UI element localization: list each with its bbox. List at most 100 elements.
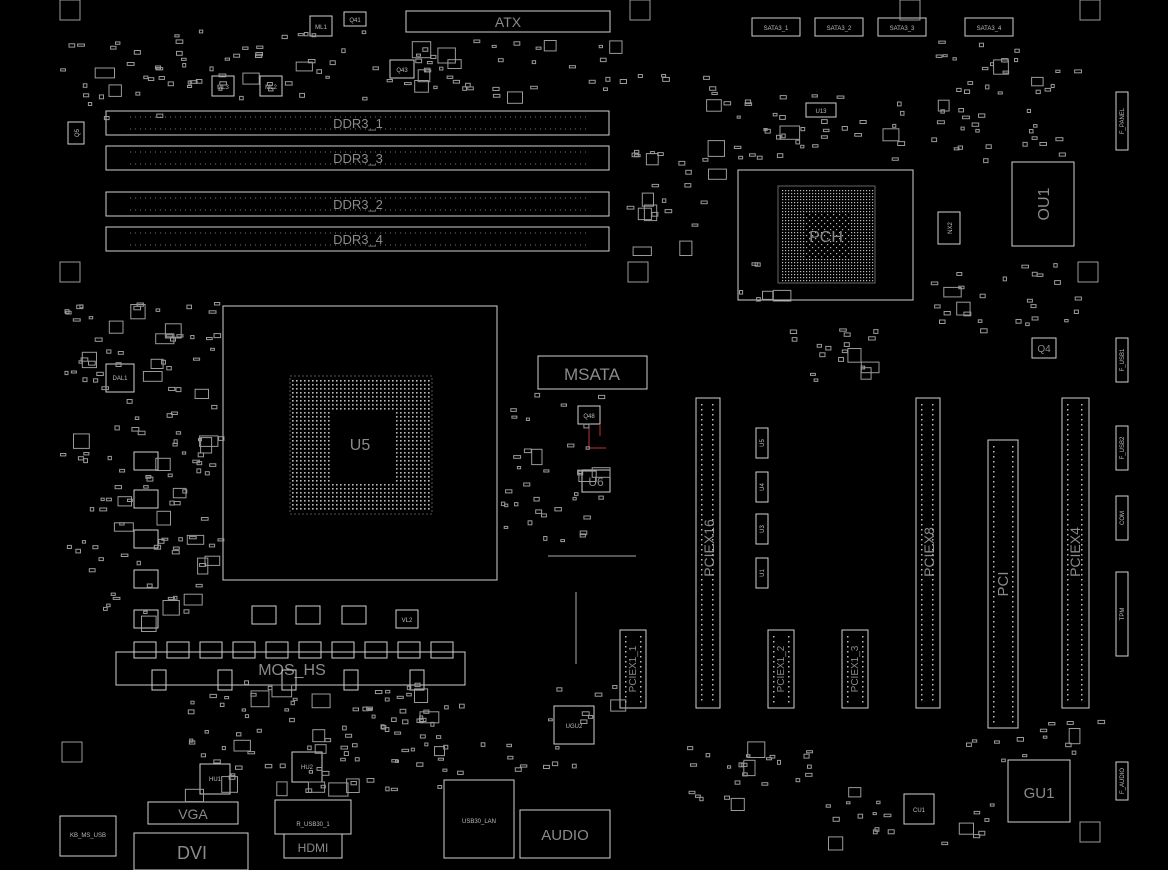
- f-usb2-header[interactable]: F_USB2: [1115, 425, 1129, 471]
- dvi-connector[interactable]: DVI: [133, 832, 249, 870]
- pch-pad: [842, 259, 844, 261]
- f-usb2-label: F_USB2: [1120, 436, 1126, 459]
- msata-connector[interactable]: MSATA: [537, 355, 648, 390]
- pciex4-slot[interactable]: PCIEX4: [1061, 397, 1090, 709]
- slot-pin: [993, 541, 995, 543]
- nx2-chip[interactable]: NX2: [937, 211, 961, 245]
- pch-pad: [788, 205, 790, 207]
- u4-chip[interactable]: U4: [755, 471, 769, 503]
- pciex1-3-slot[interactable]: PCIEX1_3: [841, 629, 869, 709]
- u5-small-chip[interactable]: U5: [755, 427, 769, 459]
- pciex16-slot[interactable]: PCIEX16: [695, 397, 721, 709]
- ugu2-chip[interactable]: UGU2: [553, 705, 595, 745]
- ddr3-slot-2[interactable]: DDR3_2: [105, 191, 610, 217]
- sata3-3-connector[interactable]: SATA3_3: [877, 17, 927, 37]
- usb30-lan-connector[interactable]: USB30_LAN: [443, 779, 515, 859]
- cpu-pad: [308, 460, 310, 462]
- smd-component: [110, 45, 117, 50]
- hu1-chip[interactable]: HU1: [199, 763, 231, 795]
- pci-slot[interactable]: PCI: [987, 439, 1019, 729]
- dal1-chip[interactable]: DAL1: [105, 363, 135, 393]
- hu2-chip[interactable]: HU2: [291, 751, 323, 783]
- q43-chip[interactable]: Q43: [389, 59, 415, 79]
- smd-component: [208, 543, 216, 548]
- smd-component: [761, 782, 769, 786]
- u13-chip[interactable]: U13: [805, 102, 837, 118]
- sata3-4-connector[interactable]: SATA3_4: [964, 17, 1014, 37]
- pch-pad: [812, 253, 814, 255]
- ic-package: [81, 351, 98, 369]
- slot-pin: [712, 684, 714, 686]
- slot-pin: [1067, 549, 1069, 551]
- cpu-pad: [308, 392, 310, 394]
- kb-ms-usb-connector[interactable]: KB_MS_USB: [59, 815, 117, 857]
- pciex8-slot[interactable]: PCIEX8: [915, 397, 941, 709]
- mosfet: [232, 641, 256, 659]
- gu1-chip[interactable]: GU1: [1007, 759, 1071, 823]
- cpu-pad: [324, 388, 326, 390]
- pch-pad: [857, 232, 859, 234]
- q5-chip[interactable]: Q5: [67, 121, 85, 145]
- pch-pad: [854, 280, 856, 282]
- pciex1-1-slot[interactable]: PCIEX1_1: [619, 629, 647, 709]
- cpu-socket[interactable]: U5: [222, 305, 498, 581]
- smd-component: [514, 502, 519, 507]
- smd-component: [89, 507, 95, 512]
- smd-component: [430, 54, 437, 60]
- u3-chip[interactable]: U3: [755, 513, 769, 545]
- cpu-pad: [420, 404, 422, 406]
- vl2-chip[interactable]: VL2: [395, 609, 419, 629]
- audio-connector[interactable]: AUDIO: [519, 809, 611, 859]
- slot-pin: [932, 684, 934, 686]
- cpu-pad: [424, 444, 426, 446]
- ml3-chip[interactable]: ML3: [211, 75, 235, 97]
- ddr3-slot-1[interactable]: DDR3_1: [105, 110, 610, 136]
- ou1-chip[interactable]: OU1: [1011, 161, 1075, 247]
- f-panel-header[interactable]: F_PANEL: [1115, 91, 1129, 151]
- tpm-header[interactable]: TPM: [1115, 571, 1129, 657]
- pch-pad: [809, 244, 811, 246]
- smd-component: [678, 160, 686, 166]
- ml2-chip[interactable]: ML2: [259, 75, 283, 97]
- smd-component: [119, 468, 126, 473]
- vga-connector[interactable]: VGA: [147, 801, 239, 825]
- q4-chip[interactable]: Q4: [1031, 337, 1057, 359]
- q41-chip[interactable]: Q41: [343, 11, 367, 27]
- pch-pad: [833, 271, 835, 273]
- ml1-chip[interactable]: ML1: [309, 15, 333, 37]
- pch-pad: [815, 265, 817, 267]
- atx-connector[interactable]: ATX: [405, 10, 611, 33]
- slot-pin: [712, 594, 714, 596]
- slot-pin: [1012, 591, 1014, 593]
- mos-heatsink[interactable]: MOS_HS: [115, 651, 466, 686]
- smd-component: [977, 319, 983, 323]
- u1-chip[interactable]: U1: [755, 557, 769, 589]
- cpu-pad: [424, 432, 426, 434]
- pciex1-2-slot[interactable]: PCIEX1_2: [767, 629, 795, 709]
- f-audio-header[interactable]: F_AUDIO: [1115, 761, 1129, 801]
- q48-chip[interactable]: Q48: [577, 405, 601, 425]
- cpu-pad: [396, 452, 398, 454]
- com-header[interactable]: COM: [1115, 495, 1129, 541]
- slot-pin: [1067, 634, 1069, 636]
- smd-component: [131, 427, 140, 432]
- smd-component: [942, 54, 948, 58]
- cu1-chip[interactable]: CU1: [903, 793, 935, 825]
- pch-pad: [782, 226, 784, 228]
- pch-pad: [809, 259, 811, 261]
- cpu-pad: [428, 452, 430, 454]
- f-usb1-header[interactable]: F_USB1: [1115, 337, 1129, 383]
- slot-pin: [1067, 624, 1069, 626]
- ddr3-slot-4[interactable]: DDR3_4: [105, 226, 610, 252]
- hdmi-connector[interactable]: HDMI: [283, 833, 343, 859]
- pch-pad: [815, 274, 817, 276]
- pch-pad: [842, 262, 844, 264]
- sata3-1-connector[interactable]: SATA3_1: [751, 17, 801, 37]
- sata3-2-connector[interactable]: SATA3_2: [814, 17, 864, 37]
- pch-chip[interactable]: PCH: [737, 169, 914, 301]
- pch-pad: [818, 247, 820, 249]
- ddr3-slot-3[interactable]: DDR3_3: [105, 145, 610, 171]
- pch-pad: [788, 241, 790, 243]
- r-usb30-1-connector[interactable]: R_USB30_1: [274, 799, 352, 835]
- cpu-pad: [340, 396, 342, 398]
